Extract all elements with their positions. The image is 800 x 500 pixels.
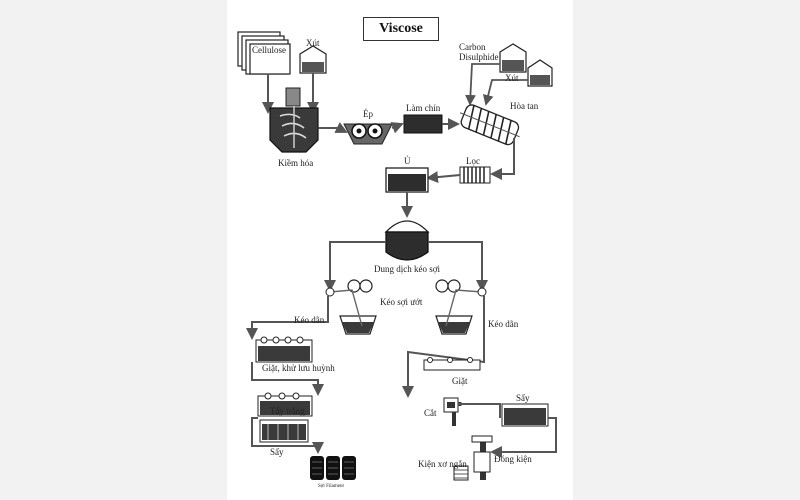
label-u: Ủ xyxy=(404,156,411,166)
label-cat: Cắt xyxy=(424,408,437,418)
label-hoa-tan: Hòa tan xyxy=(510,101,539,111)
loc-filter-icon xyxy=(459,166,491,184)
kiem-hoa-vessel-icon xyxy=(269,87,319,153)
soi-filament-spools-icon xyxy=(310,456,356,480)
keo-dan-bath-left-icon xyxy=(329,289,377,335)
dong-kien-press-icon xyxy=(471,435,493,480)
label-xut-2: Xút xyxy=(505,73,519,83)
label-say-left: Sấy xyxy=(270,447,284,457)
carbon-arrow xyxy=(465,63,500,106)
diagram-title: Viscose xyxy=(363,17,439,41)
hoa-tan-drum-icon xyxy=(459,104,520,146)
label-say-right: Sấy xyxy=(516,393,530,403)
label-kien-xo-ngan: Kiện xơ ngắn xyxy=(418,459,467,469)
label-ep: Ép xyxy=(363,109,373,119)
dung-dich-keo-soi-tank-icon xyxy=(384,220,430,261)
label-kiem-hoa: Kiềm hóa xyxy=(278,158,314,168)
ep-press-icon xyxy=(343,123,393,145)
cat-machine-icon xyxy=(443,397,462,426)
label-giat-khu-luu-huynh: Giặt, khử lưu huỳnh xyxy=(262,363,335,373)
label-soi-filament: Sợi Filament xyxy=(318,484,344,489)
label-xut-1: Xút xyxy=(306,38,320,48)
lam-chin-box-icon xyxy=(403,114,443,134)
giat-khu-luu-huynh-bath-icon xyxy=(255,336,313,363)
label-loc: Lọc xyxy=(466,156,480,166)
tay-trang-bath-icon xyxy=(257,392,313,417)
label-keo-soi-uot: Kéo sợi ướt xyxy=(380,297,423,307)
label-keo-dan-right: Kéo dãn xyxy=(488,319,519,329)
xut-tank-icon xyxy=(299,45,327,74)
label-keo-dan-left: Kéo dãn xyxy=(294,315,325,325)
cellulose-stack-icon xyxy=(237,31,291,75)
carbon-disulphide-tank-icon xyxy=(499,43,527,73)
say-left-dryer-icon xyxy=(259,419,309,443)
label-cellulose: Cellulose xyxy=(252,45,286,55)
label-carbon: Carbon xyxy=(459,42,486,52)
label-lam-chin: Làm chín xyxy=(406,103,441,113)
label-dong-kien: Đóng kiện xyxy=(494,454,532,464)
keo-soi-uot-rollers-icon xyxy=(347,279,461,293)
xut2-arrow xyxy=(482,79,528,106)
label-giat-right: Giặt xyxy=(452,376,468,386)
label-dung-dich-keo-soi: Dung dịch kéo sợi xyxy=(374,264,441,274)
say-right-dryer-icon xyxy=(501,403,549,427)
xut-tank-2-icon xyxy=(527,59,553,87)
label-disulphide: Disulphide xyxy=(459,52,499,62)
u-tank-icon xyxy=(385,167,429,193)
label-tay-trang: Tẩy trắng xyxy=(270,406,305,416)
giat-right-bath-icon xyxy=(423,357,481,371)
keo-dan-bath-right-icon xyxy=(435,289,483,335)
kien-xo-ngan-bales-icon xyxy=(453,465,469,481)
